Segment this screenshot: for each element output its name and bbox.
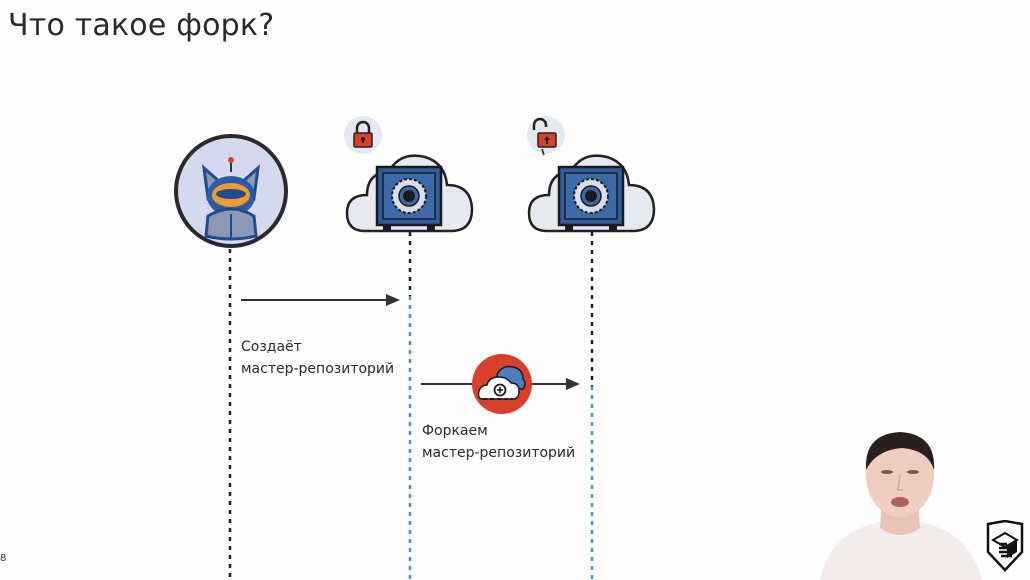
arrow-create-label-line2: мастер-репозиторий (241, 361, 395, 377)
page-number: 8 (0, 553, 7, 564)
cloud-add-icon (472, 354, 532, 414)
slide-title: Что такое форк? (8, 8, 275, 43)
arrow-create (241, 294, 400, 306)
locked-padlock-icon (343, 115, 383, 155)
arrow-fork-label: Форкаем мастер-репозиторий (422, 420, 575, 464)
arrow-fork-label-line2: мастер-репозиторий (422, 445, 576, 461)
cat-avatar-icon (174, 134, 288, 248)
fork-repo-cloud-safe-icon (527, 154, 656, 233)
school-shield-logo (986, 520, 1024, 572)
arrow-create-label: Создаёт мастер-репозиторий (241, 336, 394, 380)
presenter-video (820, 432, 982, 580)
master-repo-cloud-safe-icon (345, 154, 474, 233)
unlocked-padlock-icon (526, 115, 566, 157)
arrow-create-label-line1: Создаёт (241, 339, 302, 355)
arrow-fork-label-line1: Форкаем (422, 423, 488, 439)
